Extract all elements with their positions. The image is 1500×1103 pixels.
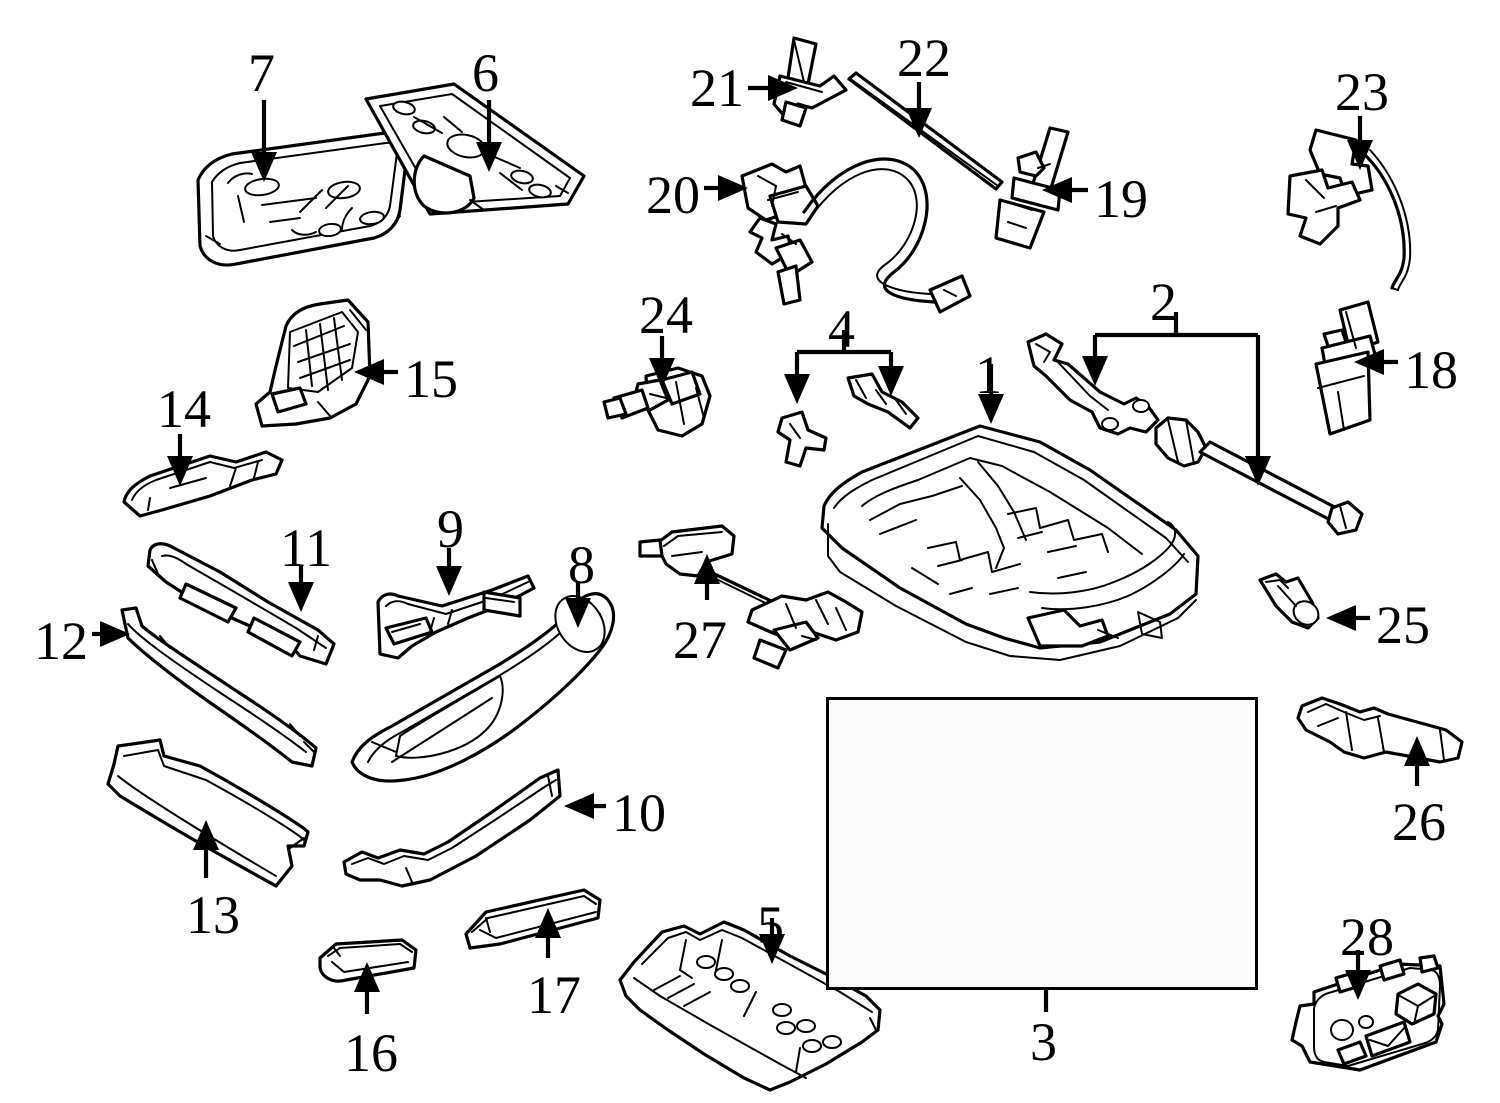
callout-number-19: 19 bbox=[1094, 169, 1148, 229]
arrowhead-18 bbox=[1354, 349, 1384, 375]
arrowhead-19 bbox=[1042, 177, 1072, 203]
part-19-shape bbox=[994, 126, 1070, 250]
callout-number-16: 16 bbox=[344, 1023, 398, 1083]
part-21-shape bbox=[772, 36, 848, 128]
arrowhead-12 bbox=[100, 621, 130, 647]
part-28-shape bbox=[1290, 954, 1446, 1072]
arrowhead-28 bbox=[1345, 970, 1371, 1000]
arrowhead-4-right bbox=[878, 366, 904, 396]
part-12-shape bbox=[120, 606, 318, 768]
part-2-shape bbox=[1026, 332, 1364, 536]
arrowhead-24 bbox=[649, 358, 675, 388]
part-7-shape bbox=[196, 130, 410, 267]
callout-number-20: 20 bbox=[646, 165, 700, 225]
part-14-shape bbox=[122, 450, 284, 518]
callout-number-28: 28 bbox=[1340, 907, 1394, 967]
arrowhead-13 bbox=[193, 820, 219, 850]
part-23-shape bbox=[1286, 128, 1412, 291]
arrowhead-5 bbox=[759, 934, 785, 964]
part-11-shape bbox=[146, 542, 336, 666]
part-16-shape bbox=[318, 938, 418, 983]
callout-number-9: 9 bbox=[437, 499, 464, 559]
callout-number-15: 15 bbox=[404, 349, 458, 409]
arrowhead-20 bbox=[718, 175, 748, 201]
arrowhead-10 bbox=[564, 793, 594, 819]
callout-number-3: 3 bbox=[1030, 1012, 1057, 1072]
callout-number-21: 21 bbox=[690, 58, 744, 118]
part-6-shape bbox=[364, 82, 586, 216]
callout-number-18: 18 bbox=[1404, 340, 1458, 400]
arrowhead-21 bbox=[768, 75, 798, 101]
arrowhead-8 bbox=[565, 598, 591, 628]
callout-number-26: 26 bbox=[1392, 792, 1446, 852]
callout-number-24: 24 bbox=[639, 285, 693, 345]
arrowhead-4-left bbox=[784, 374, 810, 404]
part-27-shape bbox=[638, 524, 864, 670]
arrowhead-16 bbox=[354, 962, 380, 992]
part-15-shape bbox=[254, 298, 372, 428]
callout-number-8: 8 bbox=[568, 535, 595, 595]
part-25-shape bbox=[1258, 572, 1320, 630]
callout-number-6: 6 bbox=[472, 43, 499, 103]
part-18-shape bbox=[1314, 300, 1380, 436]
part-24-shape bbox=[602, 366, 712, 438]
arrowhead-6 bbox=[476, 142, 502, 172]
part-26-shape bbox=[1296, 696, 1464, 764]
arrowhead-26 bbox=[1404, 736, 1430, 766]
seat-track-assembly-inset-box bbox=[826, 697, 1258, 990]
callout-number-1: 1 bbox=[975, 345, 1002, 405]
arrowhead-15 bbox=[354, 359, 384, 385]
callout-number-14: 14 bbox=[157, 379, 211, 439]
arrowhead-2-left bbox=[1082, 356, 1108, 386]
leader-lines bbox=[92, 75, 1430, 1014]
arrowhead-11 bbox=[288, 582, 314, 612]
callout-number-17: 17 bbox=[527, 965, 581, 1025]
part-8-shape bbox=[350, 592, 616, 783]
arrowhead-14 bbox=[167, 456, 193, 486]
arrowhead-7 bbox=[251, 152, 277, 182]
part-5-shape bbox=[618, 920, 882, 1092]
part-9-shape bbox=[376, 574, 536, 660]
arrowhead-1 bbox=[978, 394, 1004, 424]
callout-number-2: 2 bbox=[1150, 272, 1177, 332]
arrowhead-17 bbox=[535, 908, 561, 938]
part-20-shape bbox=[740, 157, 972, 314]
callout-number-23: 23 bbox=[1335, 62, 1389, 122]
callout-number-5: 5 bbox=[757, 895, 784, 955]
part-22-shape bbox=[847, 71, 1004, 191]
callout-number-27: 27 bbox=[673, 610, 727, 670]
callout-number-11: 11 bbox=[280, 518, 332, 578]
arrowhead-22 bbox=[906, 108, 932, 138]
arrowhead-27 bbox=[694, 554, 720, 584]
callout-number-7: 7 bbox=[248, 43, 275, 103]
callout-number-22: 22 bbox=[897, 28, 951, 88]
part-13-shape bbox=[106, 738, 310, 888]
arrowhead-25 bbox=[1326, 605, 1356, 631]
part-17-shape bbox=[464, 888, 602, 950]
arrowhead-2-right bbox=[1245, 456, 1271, 486]
callout-number-10: 10 bbox=[612, 783, 666, 843]
callout-number-12: 12 bbox=[34, 611, 88, 671]
callout-number-4: 4 bbox=[828, 299, 855, 359]
callout-number-25: 25 bbox=[1376, 595, 1430, 655]
arrowhead-23 bbox=[1347, 140, 1373, 170]
part-1-shape bbox=[820, 424, 1200, 661]
arrowhead-9 bbox=[436, 566, 462, 596]
callout-number-13: 13 bbox=[186, 885, 240, 945]
part-4-shape bbox=[776, 372, 920, 468]
part-10-shape bbox=[342, 768, 562, 888]
